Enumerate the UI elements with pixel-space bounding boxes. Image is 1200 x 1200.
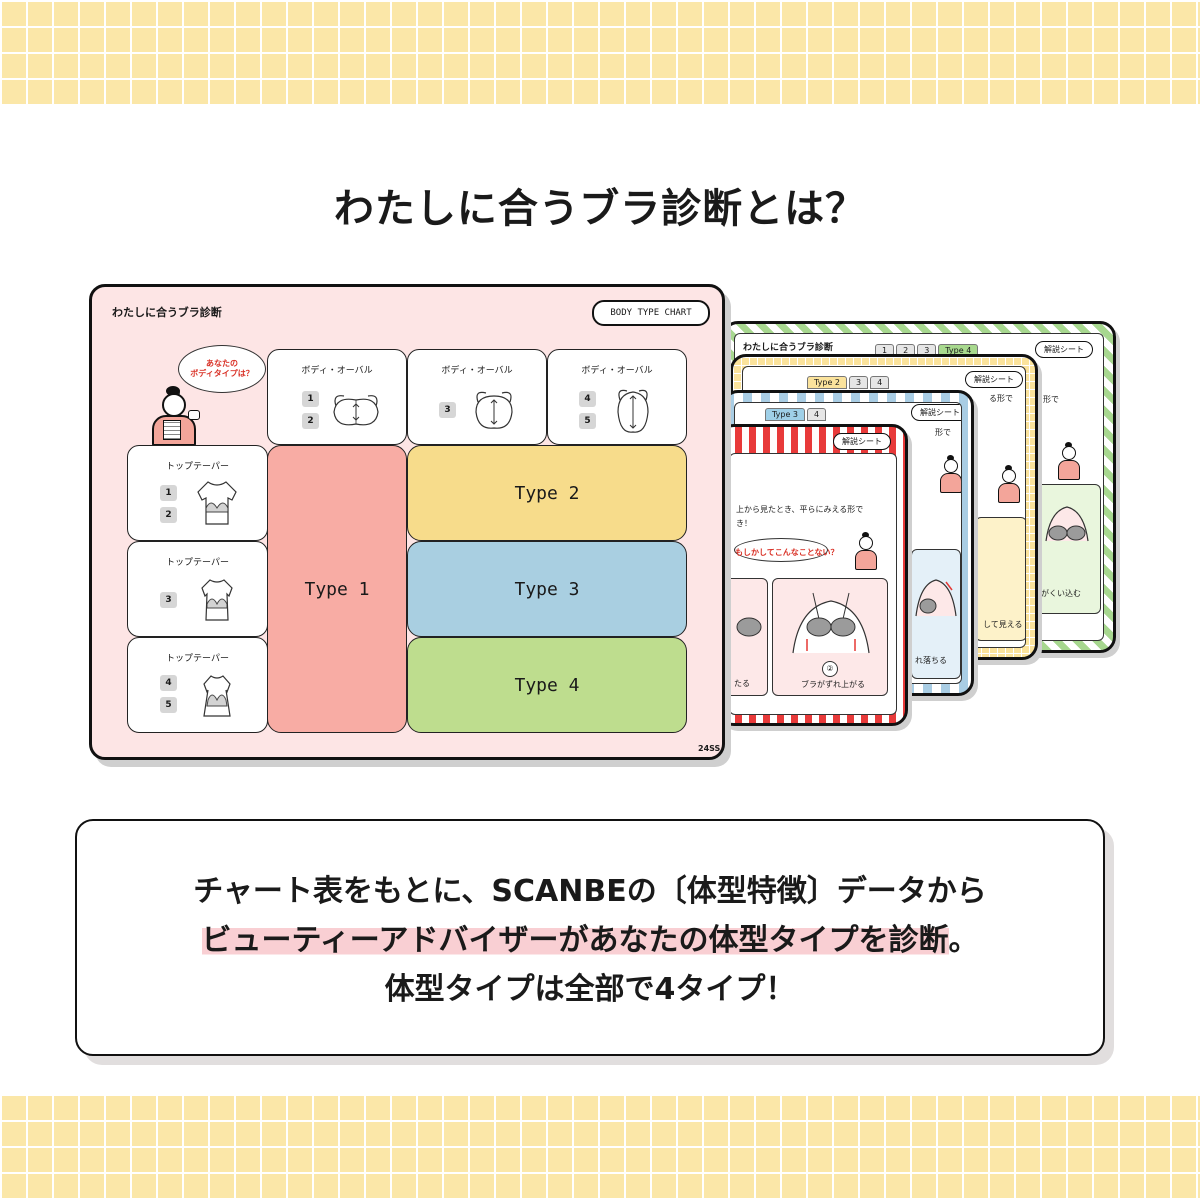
message-line-3: 体型タイプは全部で4タイプ！ [384, 972, 796, 1007]
advisor-illustration [937, 455, 961, 493]
tab-4[interactable]: 4 [870, 376, 890, 389]
speech-bubble: あなたの ボディタイプは？ [178, 345, 266, 393]
sheet-text-line-1: 上から見たとき、平らにみえる形で [736, 505, 864, 514]
bubble-line-1: あなたの [206, 358, 238, 368]
page-headline: わたしに合うブラ診断とは？ [333, 186, 867, 232]
row-label: トップテーパー [166, 654, 229, 664]
sheet-text-fragment: る形で [1035, 395, 1059, 404]
sheet-text-fragment: る形で [989, 394, 1013, 403]
number-badge: 3 [439, 402, 456, 418]
number-badge: 1 [160, 485, 177, 501]
question-text: もしかしてこんなことない？ [735, 548, 839, 557]
illustration-panel [1033, 484, 1101, 614]
row-top-taper-1-2: トップテーパー 1 2 [127, 445, 268, 541]
type-3-block: Type 3 [407, 541, 687, 637]
torso-illustration [201, 579, 233, 621]
type-3-label: Type 3 [514, 578, 580, 600]
wide-oval-icon [333, 395, 379, 426]
row-top-taper-3: トップテーパー 3 [127, 541, 268, 637]
tab-type-3[interactable]: Type 3 [765, 408, 806, 421]
sheet-tabs: 1 2 3 Type 4 [875, 344, 979, 357]
bubble-line-2: ボディタイプは？ [190, 369, 254, 378]
sheet-text-line-2: き！ [736, 519, 752, 528]
number-badge: 5 [160, 697, 177, 713]
step-number: ② [822, 661, 838, 677]
message-line-1: チャート表をもとに、SCANBEの〔体型特徴〕データから [193, 874, 987, 909]
question-bubble: もしかしてこんなことない？ [734, 538, 839, 562]
column-label: ボディ・オーバル [441, 366, 513, 376]
sheet-text-fragment: 形で [935, 428, 951, 437]
message-line-2: ビューティーアドバイザーがあなたの体型タイプを診断。 [77, 916, 1103, 965]
number-badge: 4 [579, 391, 596, 407]
tab-4[interactable]: 4 [807, 408, 827, 421]
sheet-caption: れ落ちる [915, 656, 947, 665]
body-type-chart: わたしに合うブラ診断 BODY TYPE CHART あなたの ボディタイプは？… [89, 284, 725, 760]
number-badge: 4 [160, 675, 177, 691]
sheet-tabs: Type 3 4 [765, 408, 827, 421]
type-1-label: Type 1 [304, 578, 370, 600]
number-badge: 2 [302, 413, 319, 429]
explanation-sheet-button[interactable]: 解説シート [965, 371, 1023, 388]
illustration-panel [975, 517, 1025, 641]
bra-illustration [736, 617, 762, 637]
column-body-oval-1-2: ボディ・オーバル 1 2 [267, 349, 407, 445]
row-label: トップテーパー [166, 558, 229, 568]
bra-illustration [915, 579, 957, 617]
type-4-label: Type 4 [514, 674, 580, 696]
number-badge: 5 [579, 413, 596, 429]
type-1-block: Type 1 [267, 445, 407, 733]
bottom-grid-band [0, 1094, 1200, 1200]
explanation-sheet-button[interactable]: 解説シート [1035, 341, 1093, 358]
message-line-2-end: 。 [948, 923, 979, 958]
sheet-type-1: 上から見たとき、平らにみえる形で き！ もしかしてこんなことない？ たる ② ブ… [718, 424, 908, 726]
panel-caption-left: たる [734, 679, 750, 688]
advisor-illustration [1055, 442, 1081, 480]
type-2-block: Type 2 [407, 445, 687, 541]
illustration-panel [911, 549, 961, 679]
column-body-oval-4-5: ボディ・オーバル 4 5 [547, 349, 687, 445]
column-label: ボディ・オーバル [581, 366, 653, 376]
row-label: トップテーパー [166, 462, 229, 472]
column-body-oval-3: ボディ・オーバル 3 [407, 349, 547, 445]
type-4-block: Type 4 [407, 637, 687, 733]
advisor-illustration [852, 532, 878, 570]
number-badge: 2 [160, 507, 177, 523]
number-badge: 3 [160, 592, 177, 608]
bra-illustration [792, 592, 870, 654]
bra-illustration [1045, 506, 1089, 542]
tab-3[interactable]: 3 [849, 376, 869, 389]
sheet-caption: して見える [983, 620, 1023, 629]
body-type-chart-badge: BODY TYPE CHART [592, 300, 710, 326]
row-top-taper-4-5: トップテーパー 4 5 [127, 637, 268, 733]
illustration-panel-1 [730, 578, 768, 696]
explanation-sheet-button[interactable]: 解説シート [833, 433, 891, 450]
highlighted-text: ビューティーアドバイザーがあなたの体型タイプを診断 [201, 923, 949, 958]
tall-oval-icon [617, 389, 649, 433]
chart-title: わたしに合うブラ診断 [112, 306, 222, 319]
torso-illustration [197, 481, 237, 525]
number-badge: 1 [302, 391, 319, 407]
advisor-illustration [148, 386, 202, 446]
illustration-panel-2: ② ブラがずれ上がる [772, 578, 888, 696]
oval-icon [475, 391, 513, 429]
top-grid-band [0, 0, 1200, 104]
sheet-title: わたしに合うブラ診断 [743, 343, 833, 353]
torso-illustration [203, 675, 231, 717]
type-2-label: Type 2 [514, 482, 580, 504]
column-label: ボディ・オーバル [301, 366, 373, 376]
sheet-tabs: Type 2 3 4 [807, 376, 890, 389]
season-label: 24SS [698, 744, 721, 753]
panel-caption-right: ブラがずれ上がる [801, 680, 865, 689]
advisor-illustration [995, 465, 1021, 503]
tab-type-2[interactable]: Type 2 [807, 376, 848, 389]
sheet-caption: がくい込む [1041, 589, 1081, 598]
explanation-sheet-button[interactable]: 解説シート [911, 404, 961, 421]
message-box: チャート表をもとに、SCANBEの〔体型特徴〕データから ビューティーアドバイザ… [75, 819, 1105, 1056]
